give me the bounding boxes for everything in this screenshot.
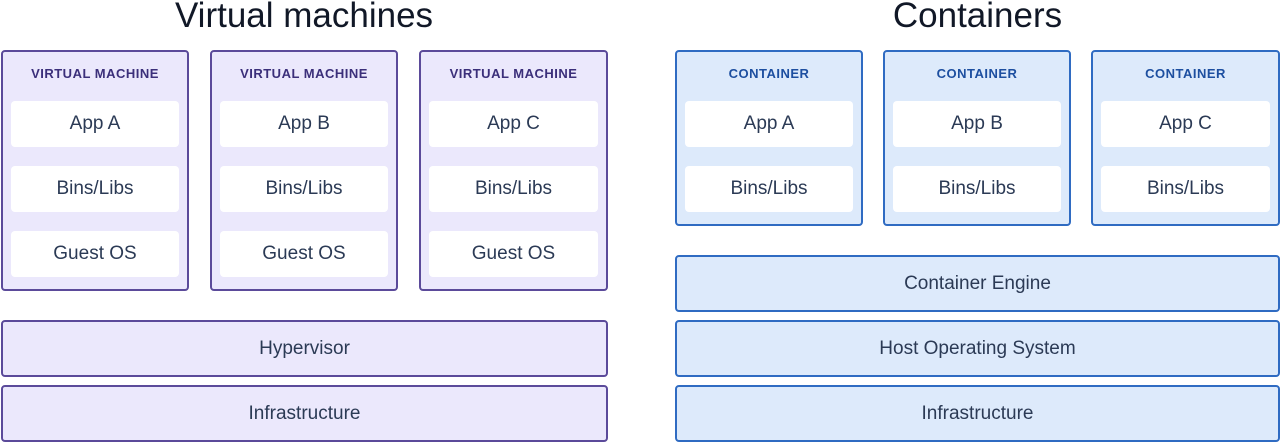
host-os-layer: Host Operating System [675,320,1280,377]
vm-card-label: VIRTUAL MACHINE [31,66,159,81]
container-infrastructure-layer: Infrastructure [675,385,1280,442]
vm-bins-libs-layer: Bins/Libs [220,166,388,212]
vm-card-c: VIRTUAL MACHINE App C Bins/Libs Guest OS [419,50,608,291]
vm-card-label: VIRTUAL MACHINE [240,66,368,81]
container-card-a: CONTAINER App A Bins/Libs [675,50,863,226]
vm-app-layer: App A [11,101,179,147]
hypervisor-layer: Hypervisor [1,320,608,377]
container-app-layer: App C [1101,101,1270,147]
vm-infrastructure-layer: Infrastructure [1,385,608,442]
container-card-b: CONTAINER App B Bins/Libs [883,50,1071,226]
vm-bins-libs-layer: Bins/Libs [11,166,179,212]
containers-section-title: Containers [892,0,1063,35]
container-card-label: CONTAINER [1145,66,1226,81]
vm-section-title: Virtual machines [174,0,434,35]
container-card-label: CONTAINER [728,66,810,81]
container-card-c: CONTAINER App C Bins/Libs [1091,50,1280,226]
container-bins-libs-layer: Bins/Libs [1101,166,1270,212]
vm-app-layer: App C [429,101,598,147]
vm-bins-libs-layer: Bins/Libs [429,166,598,212]
container-app-layer: App A [685,101,853,147]
vm-guest-os-layer: Guest OS [220,231,388,277]
vm-card-label: VIRTUAL MACHINE [449,66,578,81]
container-card-label: CONTAINER [936,66,1018,81]
container-app-layer: App B [893,101,1061,147]
container-engine-layer: Container Engine [675,255,1280,312]
vm-card-b: VIRTUAL MACHINE App B Bins/Libs Guest OS [210,50,398,291]
vm-guest-os-layer: Guest OS [11,231,179,277]
container-bins-libs-layer: Bins/Libs [685,166,853,212]
vm-app-layer: App B [220,101,388,147]
vm-guest-os-layer: Guest OS [429,231,598,277]
vm-card-a: VIRTUAL MACHINE App A Bins/Libs Guest OS [1,50,189,291]
container-bins-libs-layer: Bins/Libs [893,166,1061,212]
